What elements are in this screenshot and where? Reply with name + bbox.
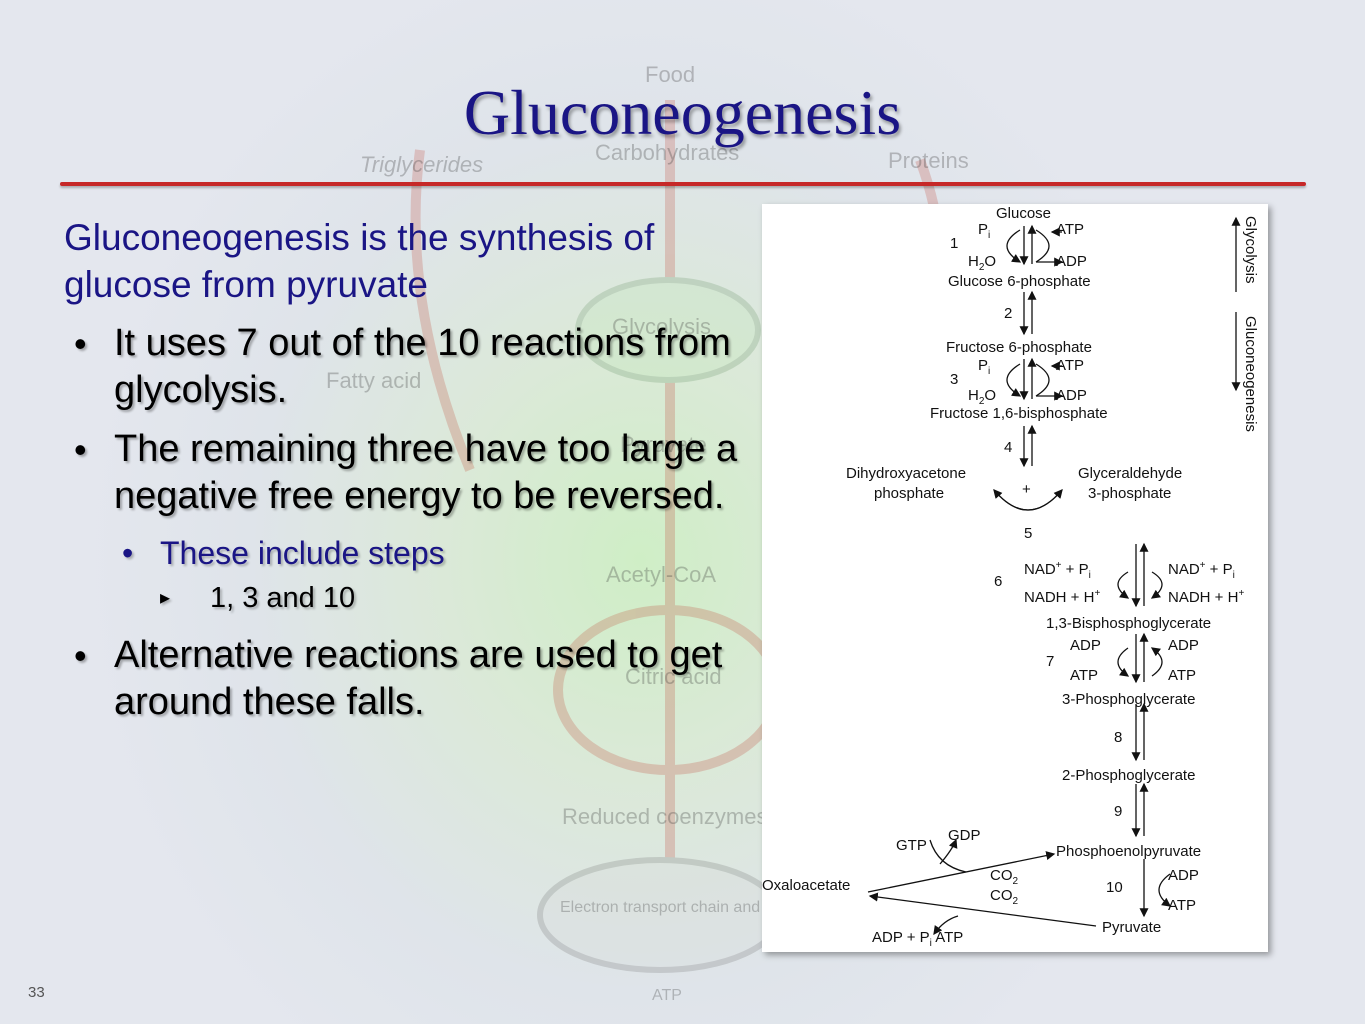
- metabolite-2-phosphoglycerate: 2-Phosphoglycerate: [1062, 767, 1195, 784]
- step-number: 2: [1004, 305, 1012, 322]
- slide-number: 33: [28, 984, 45, 1001]
- step-number: 5: [1024, 525, 1032, 542]
- cofactor-adp: ADP: [1070, 637, 1101, 654]
- cofactor-co2: CO2: [990, 887, 1019, 907]
- step-number: 3: [950, 371, 958, 388]
- metabolite-1-3-bisphosphoglycerate: 1,3-Bisphosphoglycerate: [1046, 615, 1211, 632]
- metabolite-fructose-6-phosphate: Fructose 6-phosphate: [946, 339, 1092, 356]
- cofactor-nadh-left: NADH + H+: [1024, 588, 1100, 606]
- bg-label-triglycerides: Triglycerides: [360, 152, 483, 177]
- cofactor-nad-pi-right: NAD+ + Pi: [1168, 560, 1235, 581]
- cofactor-gtp: GTP: [896, 837, 927, 854]
- cofactor-adp: ADP: [1056, 253, 1087, 270]
- metabolite-glucose: Glucose: [996, 205, 1051, 222]
- metabolite-phosphoenolpyruvate: Phosphoenolpyruvate: [1056, 843, 1201, 860]
- metabolite-pyruvate: Pyruvate: [1102, 919, 1161, 936]
- cofactor-atp: ATP: [1056, 221, 1084, 238]
- cofactor-atp: ATP: [1168, 667, 1196, 684]
- cofactor-co2: CO2: [990, 867, 1019, 887]
- cofactor-atp: ATP: [1168, 897, 1196, 914]
- metabolite-oxaloacetate: Oxaloacetate: [762, 877, 850, 894]
- step-number: 6: [994, 573, 1002, 590]
- cofactor-adp: ADP: [1056, 387, 1087, 404]
- cofactor-adp-pi-atp: ADP + Pi ATP: [872, 929, 963, 949]
- direction-glycolysis-label: Glycolysis: [1242, 216, 1259, 284]
- title-divider: [60, 182, 1306, 186]
- subbullet-include-steps: These include steps: [64, 532, 754, 574]
- intro-text: Gluconeogenesis is the synthesis of gluc…: [64, 217, 655, 305]
- bullet-list: It uses 7 out of the 10 reactions from g…: [64, 320, 754, 726]
- cofactor-adp: ADP: [1168, 867, 1199, 884]
- slide-title: Gluconeogenesis: [463, 77, 902, 148]
- slide-body: Gluconeogenesis is the synthesis of gluc…: [64, 214, 754, 738]
- metabolite-glyceraldehyde: Glyceraldehyde: [1078, 465, 1182, 482]
- bg-label-proteins: Proteins: [888, 148, 969, 173]
- cofactor-h2o: H2O: [968, 387, 996, 407]
- bg-label-atp: ATP: [652, 987, 682, 1004]
- cofactor-nadh-right: NADH + H+: [1168, 588, 1244, 606]
- metabolite-gap-3-phosphate: 3-phosphate: [1088, 485, 1171, 502]
- metabolite-dihydroxyacetone: Dihydroxyacetone: [846, 465, 966, 482]
- cofactor-atp: ATP: [1056, 357, 1084, 374]
- cofactor-pi: Pi: [978, 357, 990, 377]
- cofactor-gdp: GDP: [948, 827, 981, 844]
- subsubbullet-step-numbers: 1, 3 and 10: [64, 578, 754, 618]
- step-number: 9: [1114, 803, 1122, 820]
- pathway-diagram: Glucose Glucose 6-phosphate Fructose 6-p…: [762, 204, 1268, 952]
- step-number: 7: [1046, 653, 1054, 670]
- bullet-remaining-three: The remaining three have too large a neg…: [64, 426, 754, 520]
- metabolite-3-phosphoglycerate: 3-Phosphoglycerate: [1062, 691, 1195, 708]
- direction-gluconeogenesis-label: Gluconeogenesis: [1242, 316, 1259, 432]
- cofactor-atp: ATP: [1070, 667, 1098, 684]
- cofactor-h2o: H2O: [968, 253, 996, 273]
- bullet-alternative-reactions: Alternative reactions are used to get ar…: [64, 632, 754, 726]
- plus-sign: +: [1022, 481, 1031, 498]
- bg-label-reduced-coenzymes: Reduced coenzymes: [562, 804, 767, 829]
- step-number: 10: [1106, 879, 1123, 896]
- cofactor-nad-pi-left: NAD+ + Pi: [1024, 560, 1091, 581]
- step-number: 4: [1004, 439, 1012, 456]
- step-number: 1: [950, 235, 958, 252]
- step-number: 8: [1114, 729, 1122, 746]
- metabolite-fructose-1-6-bisphosphate: Fructose 1,6-bisphosphate: [930, 405, 1108, 422]
- cofactor-pi: Pi: [978, 221, 990, 241]
- cofactor-adp: ADP: [1168, 637, 1199, 654]
- metabolite-glucose-6-phosphate: Glucose 6-phosphate: [948, 273, 1091, 290]
- bullet-seven-reactions: It uses 7 out of the 10 reactions from g…: [64, 320, 754, 414]
- metabolite-dhap-phosphate: phosphate: [874, 485, 944, 502]
